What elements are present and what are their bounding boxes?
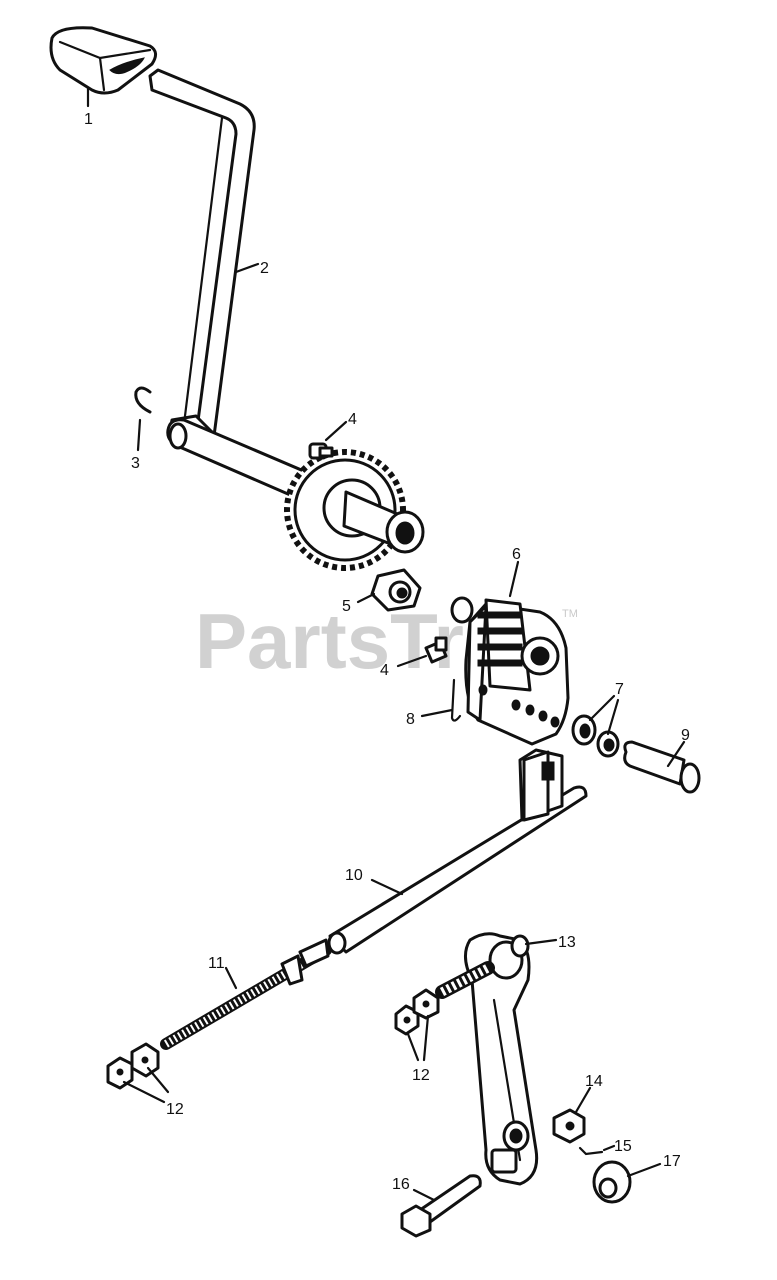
leader-12-right-b [422, 1014, 430, 1062]
part-cross-shaft [327, 748, 588, 955]
part-lever-arm [435, 932, 539, 1186]
callout-10: 10 [345, 867, 363, 884]
callout-3: 3 [131, 455, 140, 472]
part-jam-nut-right [394, 988, 440, 1036]
callout-14: 14 [585, 1073, 603, 1090]
leader-15 [602, 1144, 616, 1152]
callout-16: 16 [392, 1176, 410, 1193]
callout-4-lower: 4 [380, 662, 389, 679]
part-hex-nut [370, 568, 422, 612]
leader-10 [370, 878, 404, 896]
leader-7b [606, 698, 620, 736]
callout-9: 9 [681, 727, 690, 744]
callout-5: 5 [342, 598, 351, 615]
callout-1: 1 [84, 111, 93, 128]
part-pedal-arm [148, 68, 256, 448]
callout-11: 11 [208, 955, 225, 972]
part-jam-nut-left [106, 1042, 160, 1090]
part-clevis-pin [623, 740, 701, 794]
part-threaded-rod [160, 938, 332, 1050]
part-grease-fitting-upper [308, 442, 334, 460]
part-bolt [400, 1174, 482, 1238]
part-lock-nut [552, 1108, 586, 1144]
part-washer-small [596, 730, 620, 758]
part-snap-ring [134, 386, 152, 414]
leader-16 [412, 1188, 436, 1202]
part-washer-large [571, 714, 597, 746]
callout-15: 15 [614, 1138, 632, 1155]
callout-2: 2 [260, 260, 269, 277]
callout-labels: 1 2 3 4 4 5 6 7 8 9 10 11 12 12 13 14 15… [84, 111, 690, 1193]
leader-17 [626, 1162, 662, 1178]
part-flat-washer [592, 1160, 632, 1204]
part-grease-fitting-lower [424, 636, 448, 664]
callout-13: 13 [558, 934, 576, 951]
callout-8: 8 [406, 711, 415, 728]
leader-12-right-a [406, 1032, 420, 1062]
callout-17: 17 [663, 1153, 681, 1170]
part-gear-housing [450, 596, 570, 746]
leader-13 [524, 938, 558, 946]
leader-8 [420, 708, 454, 718]
part-sprocket [284, 449, 425, 571]
leader-12-left-a [122, 1080, 166, 1104]
callout-7: 7 [615, 681, 624, 698]
part-spring-pin [578, 1146, 604, 1156]
leader-12-left-b [146, 1066, 170, 1094]
leader-5 [356, 592, 376, 604]
leader-14 [574, 1086, 592, 1114]
callout-12-right: 12 [412, 1067, 430, 1084]
housing-gear-teeth [477, 611, 523, 667]
callout-4-upper: 4 [348, 411, 357, 428]
callout-leaders [86, 86, 686, 1202]
callout-6: 6 [512, 546, 521, 563]
leader-7a [588, 694, 616, 722]
leader-9 [666, 740, 686, 768]
part-pedal-grip [49, 26, 157, 95]
part-cotter-pin [450, 678, 462, 722]
leader-11 [224, 966, 238, 990]
callout-12-left: 12 [166, 1101, 184, 1118]
leader-3 [136, 418, 142, 452]
leader-4-upper [324, 420, 348, 442]
leader-4-lower [396, 654, 428, 668]
leader-6 [508, 560, 520, 598]
watermark-trademark: TM [562, 608, 578, 620]
leader-2 [234, 262, 260, 274]
